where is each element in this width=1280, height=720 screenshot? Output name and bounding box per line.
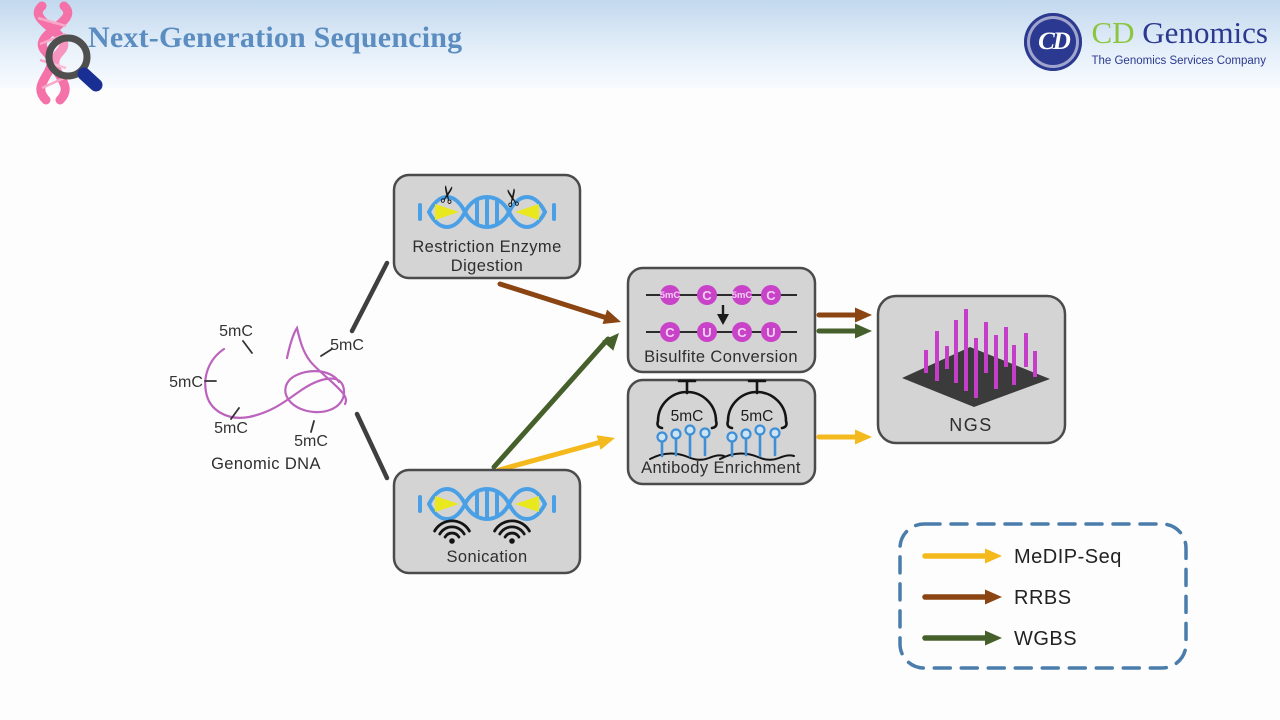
soundwave-icon (433, 519, 471, 544)
base-label: 5mC (660, 290, 681, 301)
methyl-label: 5mC (169, 374, 203, 391)
antibody-label: Antibody Enrichment (641, 459, 801, 477)
ngs-label: NGS (949, 415, 993, 435)
methyl-label: 5mC (294, 433, 328, 450)
conversion-arrowhead (717, 314, 729, 325)
antibody-enrichment-box (626, 378, 817, 486)
bisulfite-label: Bisulfite Conversion (644, 348, 798, 366)
cut-sites (435, 204, 539, 220)
base-label: U (702, 325, 711, 340)
dna-helix-icon (418, 487, 556, 521)
page-title: Next-Generation Sequencing (88, 21, 463, 54)
brand-text: CD Genomics The Genomics Services Compan… (1091, 13, 1268, 67)
base-label: U (766, 325, 775, 340)
sonication-box (392, 468, 582, 575)
legend-box (898, 522, 1188, 670)
base-circle (660, 322, 680, 342)
helix-strands (418, 487, 556, 521)
legend-rrbs-label: RRBS (1014, 587, 1072, 609)
base-circle (732, 285, 752, 305)
rrbs-arrowhead (855, 307, 872, 323)
legend-rrbs-arrowhead (985, 589, 1002, 605)
rrbs-arrow-to-bisulfite (497, 281, 610, 321)
base-circle (761, 322, 781, 342)
wgbs-arrowhead (602, 333, 619, 351)
methyl-label: 5mC (330, 337, 364, 354)
legend-medip-arrowhead (985, 548, 1002, 564)
base-label: C (766, 288, 776, 303)
genomic-dna-tangle (204, 325, 348, 419)
base-label: C (665, 325, 675, 340)
methyl-tick-lines (204, 340, 333, 433)
base-label: C (702, 288, 712, 303)
cd-monogram-text: CD (1038, 28, 1071, 55)
sequencing-reads (924, 309, 1037, 398)
header-bar: Next-Generation Sequencing CD CD Genomic… (0, 0, 1280, 105)
helix-strands (418, 195, 556, 229)
genomic-dna-label: Genomic DNA (211, 455, 321, 473)
brand-tagline: The Genomics Services Company (1091, 54, 1266, 67)
base-circle (761, 285, 781, 305)
sonication-label: Sonication (446, 548, 527, 566)
branch-connectors (349, 260, 390, 481)
legend-wgbs-arrowhead (985, 630, 1002, 646)
restriction-label-line1: Restriction Enzyme (412, 238, 561, 256)
base-circle (697, 322, 717, 342)
brand-name-genomics: Genomics (1142, 15, 1268, 50)
brand-name-cd: CD (1091, 15, 1135, 50)
rrbs-arrowhead (602, 309, 621, 324)
antibody-icon: 5mC (649, 379, 725, 461)
dna-helix-cut-icon (418, 195, 556, 229)
medip-arrowhead (596, 435, 615, 450)
medip-arrowhead (855, 429, 872, 445)
magnifier-lens (45, 34, 91, 80)
base-label: 5mC (732, 290, 753, 301)
soundwave-icon (493, 519, 531, 544)
scissors-icon: ✂ (499, 185, 529, 209)
medip-arrow-to-antibody (496, 439, 604, 473)
methyl-label: 5mC (219, 323, 253, 340)
base-circle (697, 285, 717, 305)
dna-magnifier-icon (33, 1, 103, 105)
cut-sites (435, 496, 539, 512)
legend-wgbs-label: WGBS (1014, 628, 1077, 650)
wgbs-arrow-to-bisulfite (491, 336, 611, 470)
methyl-label: 5mC (214, 420, 248, 437)
magnifier-handle (77, 67, 103, 92)
wgbs-arrowhead (855, 323, 872, 339)
antibody-tag: 5mC (741, 408, 774, 425)
restriction-label-line2: Digestion (451, 257, 523, 275)
base-label: C (737, 325, 747, 340)
brand-name: CD Genomics (1091, 15, 1268, 50)
scissors-icon: ✂ (434, 182, 464, 206)
legend-medip-label: MeDIP-Seq (1014, 546, 1122, 568)
antibody-icon: 5mC (719, 379, 795, 461)
base-circle (732, 322, 752, 342)
base-circle (660, 285, 680, 305)
antibody-tag: 5mC (671, 408, 704, 425)
cd-monogram-icon: CD (1024, 13, 1083, 71)
brand-logo: CD CD Genomics The Genomics Services Com… (1024, 13, 1268, 71)
